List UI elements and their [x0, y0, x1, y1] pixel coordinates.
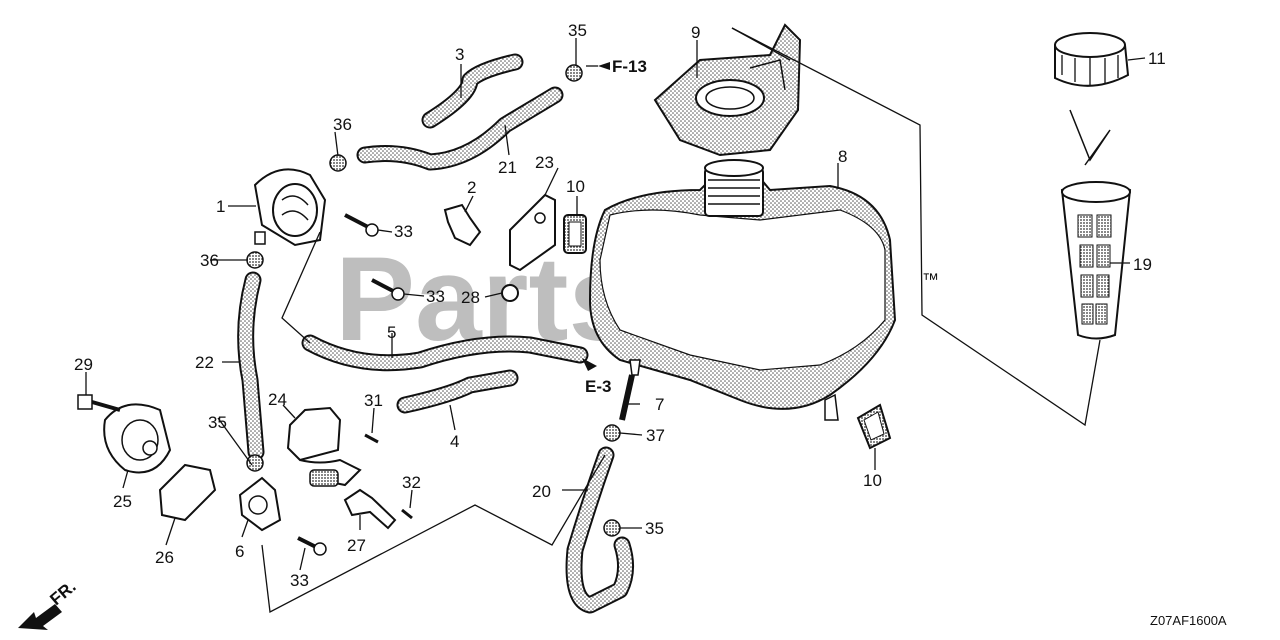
callout-22: 22 — [195, 353, 214, 372]
part-11-fuel-cap[interactable] — [1054, 32, 1130, 166]
part-21-fuel-hose[interactable] — [356, 86, 564, 171]
callout-19: 19 — [1133, 255, 1152, 274]
part-10-grommet-bottom[interactable] — [856, 403, 892, 450]
reference-f13-label: F-13 — [612, 57, 647, 76]
callout-2: 2 — [467, 178, 476, 197]
callout-24: 24 — [268, 390, 287, 409]
front-direction-marker: FR. — [18, 577, 80, 630]
part-3-fuel-hose[interactable] — [421, 53, 524, 129]
part-8-fuel-tank[interactable] — [588, 159, 897, 421]
part-31-screw[interactable] — [364, 433, 379, 444]
reference-e3-label: E-3 — [585, 377, 611, 396]
callout-1: 1 — [216, 197, 225, 216]
callout-23: 23 — [535, 153, 554, 172]
part-10-grommet-top[interactable] — [563, 214, 587, 254]
part-7-joint[interactable] — [619, 374, 635, 421]
callout-21: 21 — [498, 158, 517, 177]
callout-4: 4 — [450, 432, 459, 451]
part-36-clamp-a[interactable] — [329, 154, 347, 172]
callout-29: 29 — [74, 355, 93, 374]
reference-arrow-e3[interactable]: E-3 — [582, 358, 611, 396]
part-24-sensor[interactable] — [286, 406, 362, 487]
reference-arrow-f13[interactable]: F-13 — [598, 57, 647, 76]
callout-35-c: 35 — [645, 519, 664, 538]
callout-27: 27 — [347, 536, 366, 555]
callout-10-top: 10 — [566, 177, 585, 196]
part-27-clamp[interactable] — [343, 488, 397, 530]
part-35-clamp-c[interactable] — [603, 519, 621, 537]
callout-11: 11 — [1148, 49, 1166, 68]
callout-36-a: 36 — [333, 115, 352, 134]
callout-labels: 1 2 3 4 5 6 7 8 9 10 10 11 19 20 21 22 2… — [74, 21, 1166, 590]
callout-35-b: 35 — [208, 413, 227, 432]
part-33-screw-b[interactable] — [371, 278, 405, 301]
callout-5: 5 — [387, 323, 396, 342]
callout-35-a: 35 — [568, 21, 587, 40]
part-1-fuel-pump[interactable] — [253, 168, 327, 247]
callout-9: 9 — [691, 23, 700, 42]
callout-33-a: 33 — [394, 222, 413, 241]
leader-lines — [85, 27, 1146, 614]
callout-7: 7 — [655, 395, 664, 414]
callout-20: 20 — [532, 482, 551, 501]
part-5-fuel-hose[interactable] — [301, 334, 589, 372]
callout-36-b: 36 — [200, 251, 219, 270]
trademark-symbol: ™ — [922, 270, 939, 289]
part-19-fuel-strainer[interactable] — [1060, 181, 1132, 340]
callout-26: 26 — [155, 548, 174, 567]
callout-8: 8 — [838, 147, 847, 166]
callout-31: 31 — [364, 391, 383, 410]
part-29-screw[interactable] — [77, 394, 121, 412]
part-6-fuel-valve[interactable] — [238, 476, 282, 532]
callout-28: 28 — [461, 288, 480, 307]
part-33-screw-c[interactable] — [297, 536, 327, 556]
part-36-clamp-b[interactable] — [246, 251, 264, 269]
callout-3: 3 — [455, 45, 464, 64]
callout-10-bottom: 10 — [863, 471, 882, 490]
callout-25: 25 — [113, 492, 132, 511]
part-4-fuel-hose[interactable] — [396, 369, 519, 414]
callout-6: 6 — [235, 542, 244, 561]
callout-33-b: 33 — [426, 287, 445, 306]
part-35-clamp-b[interactable] — [246, 454, 264, 472]
part-35-clamp-a[interactable] — [565, 64, 583, 82]
part-33-screw-a[interactable] — [344, 213, 379, 237]
part-37-clamp[interactable] — [603, 424, 621, 442]
front-marker-label: FR. — [46, 577, 79, 609]
part-26-bracket[interactable] — [158, 463, 217, 522]
part-9-tank-guard[interactable] — [653, 23, 802, 157]
part-20-fuel-hose[interactable] — [565, 446, 634, 614]
callout-33-c: 33 — [290, 571, 309, 590]
part-28-nut[interactable] — [501, 284, 519, 302]
diagram-code: Z07AF1600A — [1150, 613, 1227, 628]
part-25-cover[interactable] — [103, 403, 172, 474]
callout-37: 37 — [646, 426, 665, 445]
part-22-fuel-hose[interactable] — [237, 271, 265, 461]
callout-32: 32 — [402, 473, 421, 492]
part-32-screw[interactable] — [401, 508, 413, 520]
part-2-clip[interactable] — [443, 203, 482, 247]
